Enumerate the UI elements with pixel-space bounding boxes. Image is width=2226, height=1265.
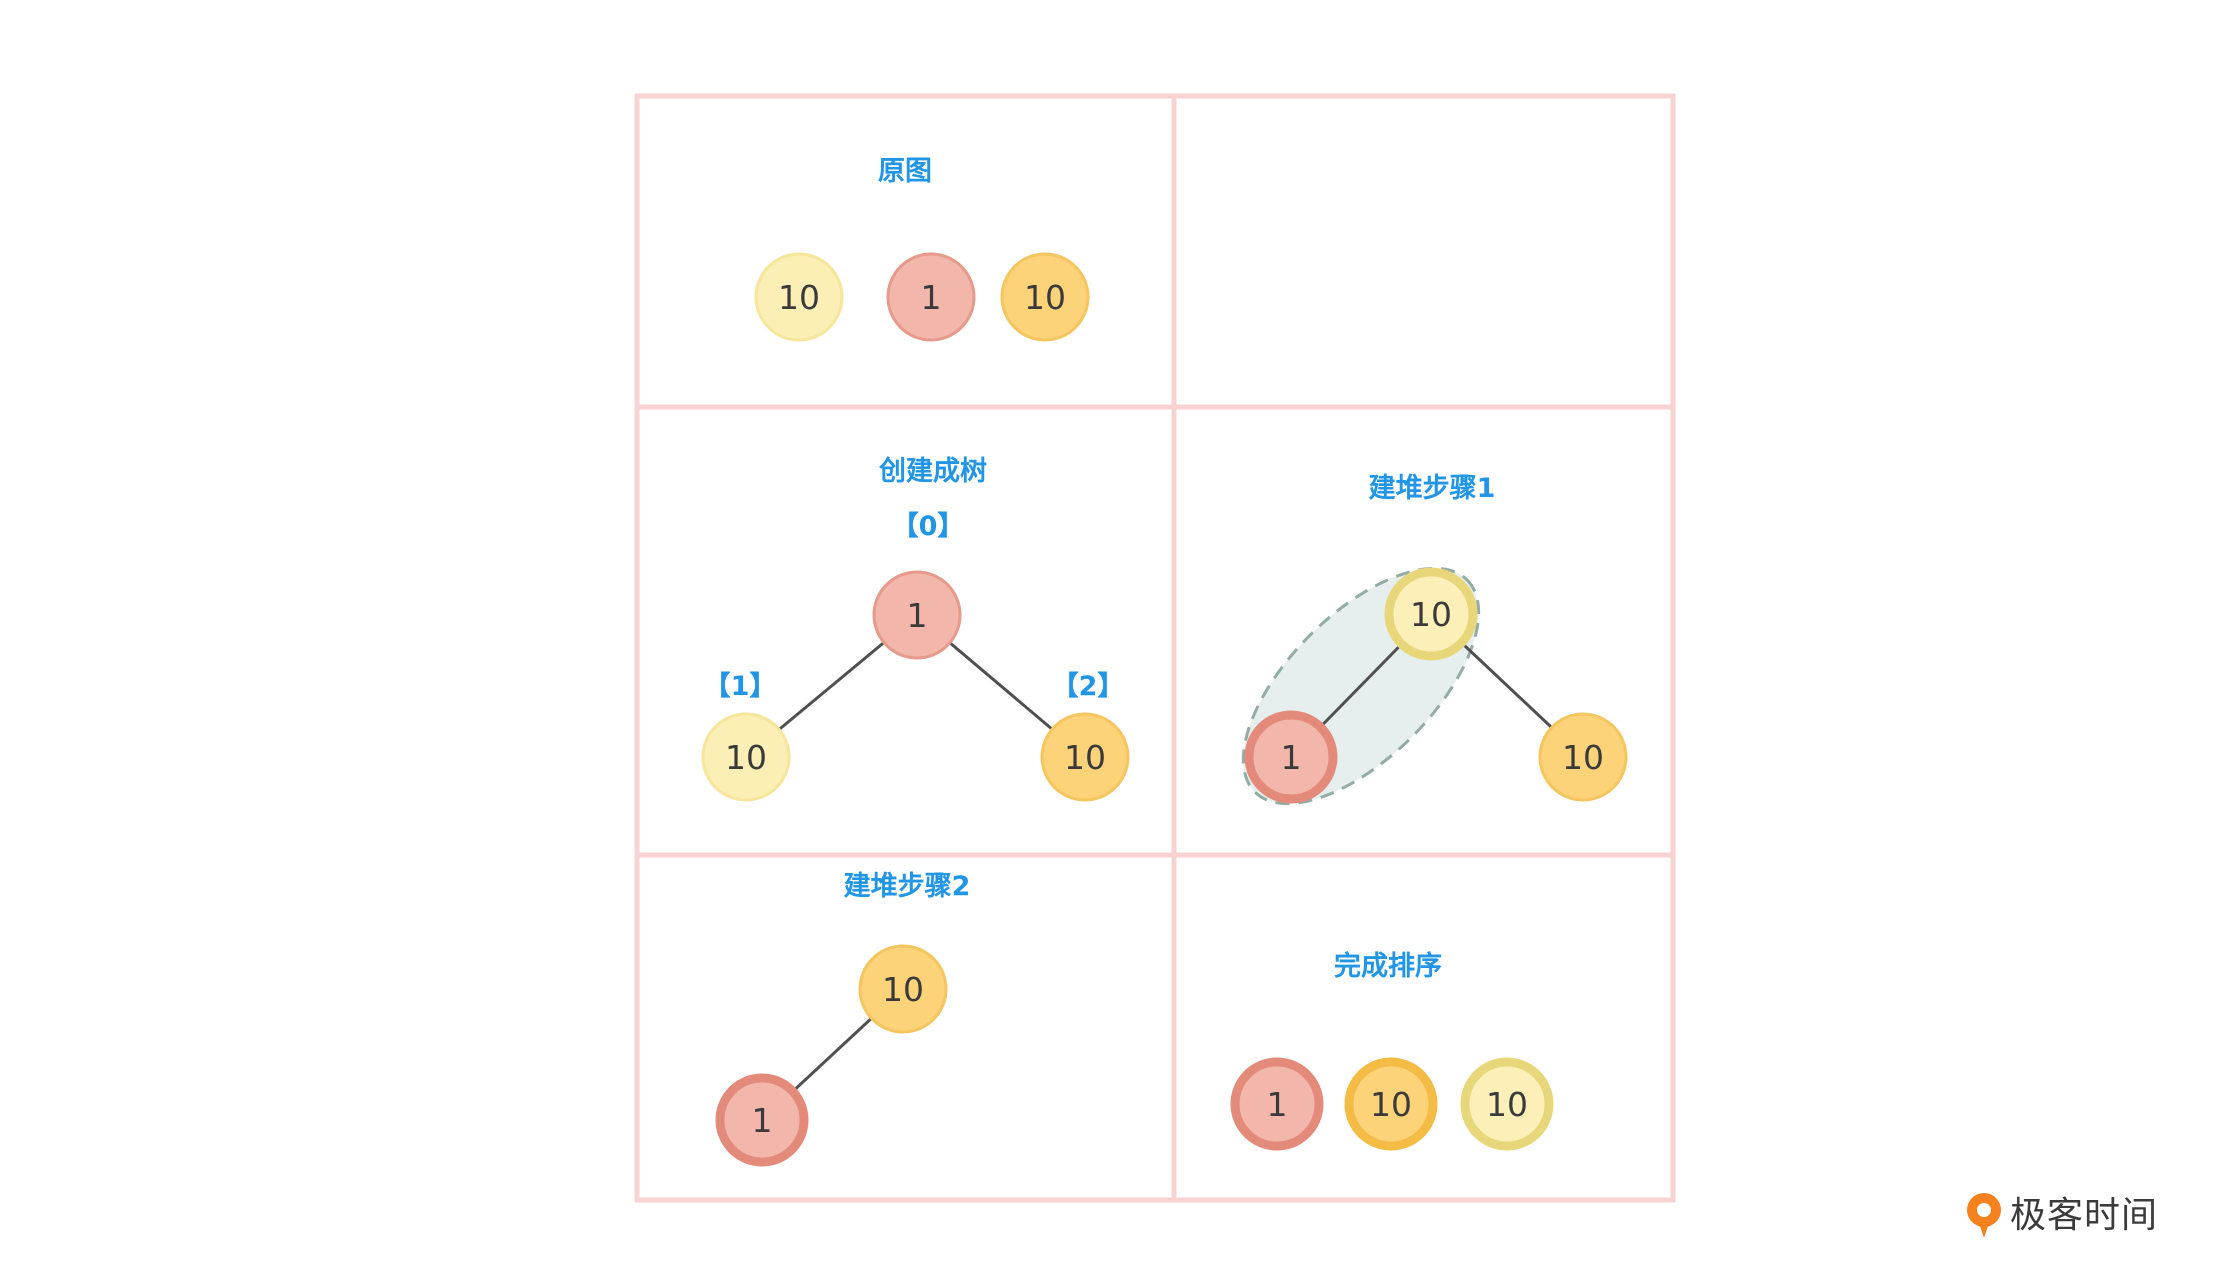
panel-build-tree: 创建成树 【0】 【1】 【2】 1 10 10: [701, 456, 1130, 802]
tree-node: 10: [1538, 712, 1628, 802]
logo-text: 极客时间: [2010, 1195, 2159, 1236]
node-value: 10: [1370, 1085, 1412, 1124]
node-circle: [1244, 710, 1338, 804]
original-node-row: 10 1 10: [754, 252, 1090, 342]
tree-node: 10: [858, 944, 948, 1034]
node-circle: [1230, 1057, 1324, 1151]
tree-node: 10: [754, 252, 844, 342]
node-value: 1: [907, 596, 928, 635]
index-label-2: 【2】: [1052, 671, 1125, 702]
panel-heap-step1: 建堆步骤1 10 1 10: [1241, 473, 1628, 806]
tree-node: 10: [1000, 252, 1090, 342]
tree-nodes: 1 10 10: [701, 570, 1130, 802]
tree-node: 1: [886, 252, 976, 342]
node-circle: [858, 944, 948, 1034]
node-value: 1: [1281, 738, 1302, 777]
logo-q-icon: [1967, 1193, 2001, 1238]
node-value: 10: [778, 278, 820, 317]
node-circle: [715, 1073, 809, 1167]
step1-nodes: 10 1 10: [1244, 567, 1628, 804]
tree-node: 10: [1040, 712, 1130, 802]
node-value: 10: [725, 738, 767, 777]
tree-node: 10: [1384, 567, 1478, 661]
step2-nodes: 10 1: [715, 944, 948, 1167]
node-circle: [701, 712, 791, 802]
node-circle: [886, 252, 976, 342]
node-circle: [1040, 712, 1130, 802]
node-value: 1: [921, 278, 942, 317]
node-value: 10: [1562, 738, 1604, 777]
sorted-node-row: 1 10 10: [1230, 1057, 1554, 1151]
tree-node: 1: [872, 570, 962, 660]
panel-title-original: 原图: [878, 156, 932, 187]
index-label-1: 【1】: [704, 671, 777, 702]
node-value: 1: [1267, 1085, 1288, 1124]
panel-title-sorted: 完成排序: [1334, 950, 1442, 982]
node-value: 10: [1486, 1085, 1528, 1124]
brand-logo: 极客时间: [1962, 1190, 2158, 1242]
node-value: 10: [1410, 595, 1452, 634]
tree-node: 10: [701, 712, 791, 802]
node-value: 10: [1064, 738, 1106, 777]
panel-heap-step2: 建堆步骤2 10 1: [715, 871, 971, 1167]
panel-original: 原图 10 1 10: [754, 156, 1090, 342]
tree-node: 1: [1230, 1057, 1324, 1151]
node-value: 1: [752, 1101, 773, 1140]
panel-grid: [634, 93, 1676, 1203]
node-circle: [1000, 252, 1090, 342]
node-circle: [1460, 1057, 1554, 1151]
node-circle: [1384, 567, 1478, 661]
node-value: 10: [1024, 278, 1066, 317]
panel-title-heap-step2: 建堆步骤2: [844, 871, 971, 902]
node-circle: [754, 252, 844, 342]
tree-node: 1: [1244, 710, 1338, 804]
index-label-0: 【0】: [892, 511, 965, 542]
panel-title-heap-step1: 建堆步骤1: [1369, 473, 1496, 504]
node-circle: [1344, 1057, 1438, 1151]
panel-title-build-tree: 创建成树: [878, 456, 987, 487]
node-circle: [1538, 712, 1628, 802]
node-value: 10: [882, 970, 924, 1009]
node-circle: [872, 570, 962, 660]
tree-node: 1: [715, 1073, 809, 1167]
panel-sorted: 完成排序 1 10 10: [1230, 950, 1554, 1151]
tree-node: 10: [1344, 1057, 1438, 1151]
tree-node: 10: [1460, 1057, 1554, 1151]
